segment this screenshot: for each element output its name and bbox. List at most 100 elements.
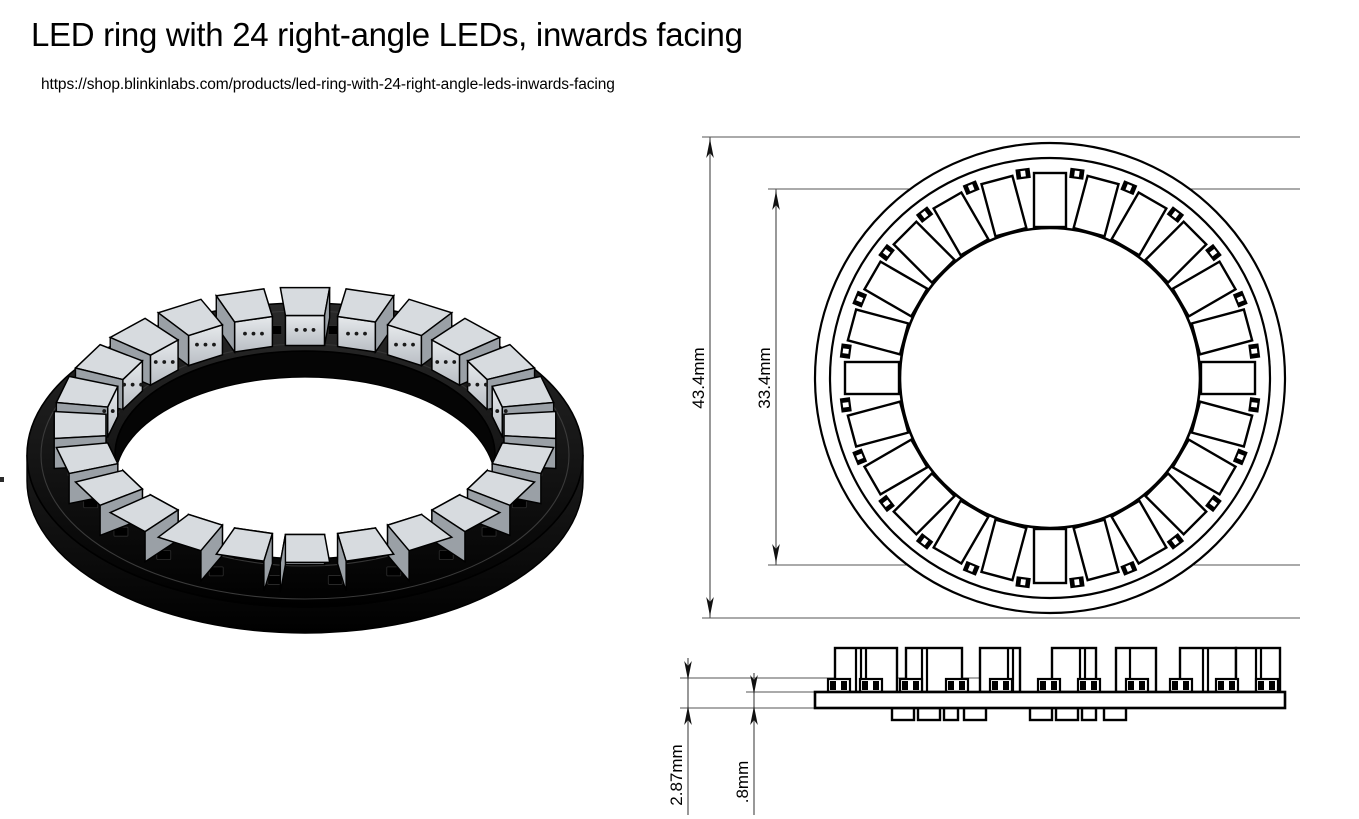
smd-part [267, 575, 283, 585]
smd-part-top [1036, 677, 1062, 694]
dimension-label-inner-diameter: 33.4mm [755, 347, 774, 408]
led-top-face [279, 533, 331, 564]
led-footprint [843, 360, 901, 396]
pad-bottom [1080, 706, 1098, 722]
led-footprint [1072, 174, 1120, 238]
led-package [386, 513, 454, 583]
led-top-face [503, 410, 557, 440]
smd-terminal-left [902, 681, 908, 690]
smd-part-top [1214, 677, 1240, 694]
pad-terminal-right [1237, 299, 1247, 307]
component-pad [962, 560, 980, 576]
component-pad [1232, 448, 1248, 466]
render-canvas [26, 286, 584, 634]
led-emitter-dot [153, 360, 158, 364]
led-footprint [1072, 518, 1120, 582]
pad-terminal-right [853, 449, 863, 457]
smd-terminal-left [830, 681, 836, 690]
pad-terminal-left [853, 299, 863, 307]
led-package [336, 527, 396, 592]
arrowhead-inner-bottom [772, 544, 780, 563]
led-emitter-dot [443, 360, 448, 364]
dimension-group-top-view: 43.4mm 33.4mm [689, 136, 1300, 619]
led-footprint [1143, 220, 1208, 285]
smd-terminal-right [1091, 681, 1097, 690]
component-pad [1069, 576, 1085, 589]
led-top-face [279, 286, 331, 317]
smd-terminal-right [1051, 681, 1057, 690]
led-footprint [1110, 190, 1168, 257]
led-emitter-dot [122, 382, 127, 387]
component-pad [878, 494, 895, 513]
led-footprint [862, 260, 929, 318]
led-emitter-dot [294, 328, 299, 332]
pad-terminal-left [1174, 534, 1183, 544]
smd-terminal-left [1172, 681, 1178, 690]
smd-part-top [826, 677, 852, 694]
pad-terminal-right [1168, 539, 1176, 549]
arrowhead-inner-top [772, 191, 780, 210]
led-footprint [980, 174, 1028, 238]
smd-terminal-right [1003, 681, 1009, 690]
component-pad [839, 343, 852, 359]
led-emitter-dot [363, 331, 367, 336]
component-pad [1248, 397, 1261, 413]
pad-terminal-right [1016, 577, 1022, 586]
led-footprint [1190, 400, 1254, 448]
led-emitter-dot [251, 331, 256, 336]
pad-terminal-left [884, 502, 894, 511]
led-footprint [892, 471, 957, 536]
led-emitter-dot [130, 382, 135, 387]
component-pad [1069, 167, 1085, 180]
pad-bottom [916, 706, 942, 722]
component-pad [1015, 167, 1031, 180]
arrowhead-height-bottom [684, 706, 692, 725]
pad-terminal-right [1024, 169, 1030, 178]
led-emitter-dot [212, 342, 216, 347]
smd-terminal-left [1040, 681, 1046, 690]
arrowhead-outer-bottom [706, 597, 714, 616]
pad-terminal-left [1237, 449, 1247, 457]
led-emitter-dot [466, 382, 471, 387]
component-pad [1205, 243, 1222, 262]
smd-terminal-right [913, 681, 919, 690]
smd-part [327, 575, 343, 585]
render-group [26, 286, 584, 634]
top-view [813, 141, 1287, 615]
component-pad [915, 206, 934, 223]
pad-terminal-right [1206, 502, 1216, 511]
led-emitter-dot [195, 342, 199, 347]
led-emitter-dot [139, 382, 144, 387]
pad-terminal-right [842, 344, 851, 350]
led-emitter-dot [110, 409, 115, 413]
component-pad [1248, 343, 1261, 359]
led-emitter-dot [170, 360, 175, 364]
led-emitter-dot [203, 342, 208, 347]
led-footprint [892, 220, 957, 285]
led-footprint [1171, 438, 1238, 496]
smd-part-top [944, 677, 970, 694]
pad-terminal-left [841, 352, 850, 358]
arrowhead-height-top [684, 661, 692, 680]
led-emitter-dot [411, 342, 415, 347]
pad-terminal-right [1249, 406, 1258, 412]
arrowhead-outer-top [706, 139, 714, 158]
pad-bottom [1054, 706, 1080, 722]
pad-bottom [1028, 706, 1054, 722]
component-pad [1232, 290, 1248, 308]
side-view-parts [826, 646, 1282, 722]
pad-bottom [890, 706, 916, 722]
led-footprint [862, 438, 929, 496]
component-pad [1120, 560, 1138, 576]
pad-terminal-right [1129, 184, 1136, 194]
pcb-edge-profile [813, 690, 1287, 710]
ring-outer-inner-trace [828, 156, 1272, 600]
component-pad [962, 180, 980, 196]
pad-bottom [962, 706, 988, 722]
led-package [214, 288, 274, 355]
pad-terminal-left [1234, 292, 1244, 299]
led-emitter-dot [475, 382, 480, 387]
smd-part-top [898, 677, 924, 694]
arrowhead-thickness-bottom [750, 706, 758, 725]
smd-part-top [1124, 677, 1150, 694]
